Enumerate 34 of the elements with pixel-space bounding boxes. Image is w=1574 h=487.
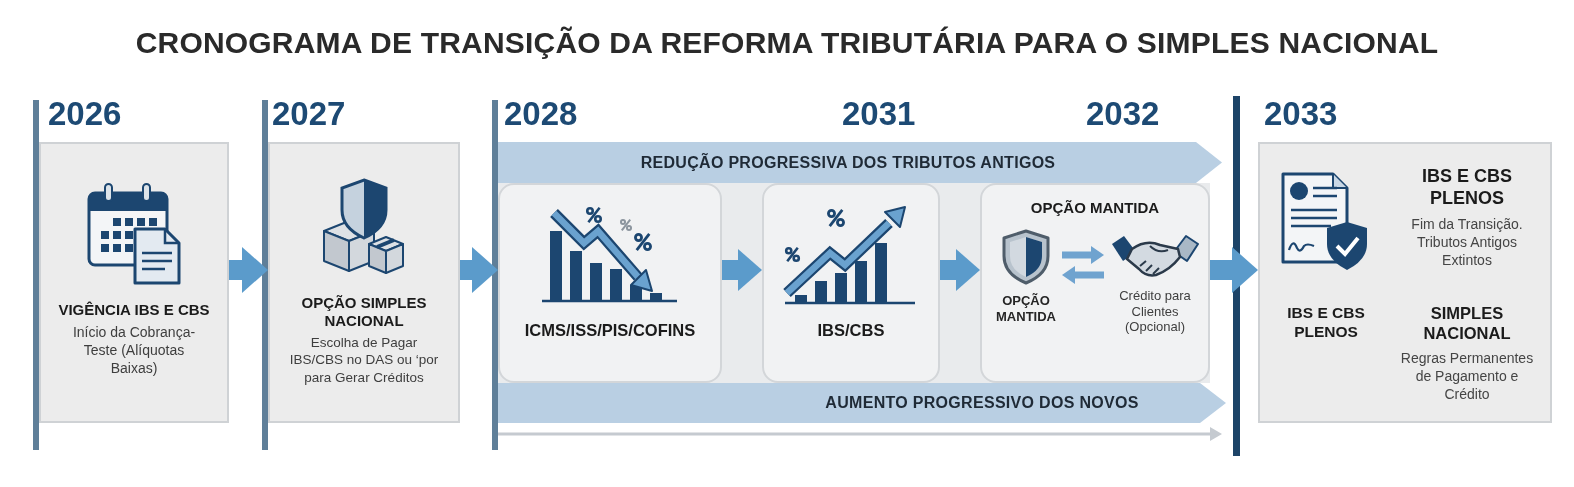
stage-description: Fim da Transição. Tributos Antigos Extintos <box>1410 216 1524 270</box>
stage-panel <box>1258 142 1552 423</box>
stage-panel <box>498 183 722 383</box>
arrow <box>460 247 498 293</box>
item-label: Crédito para Clientes (Opcional) <box>1118 288 1192 335</box>
diagram-title: CRONOGRAMA DE TRANSIÇÃO DA REFORMA TRIBUTÁRIA PARA O SIMPLES NACIONAL <box>135 26 1439 61</box>
arrow <box>940 249 980 291</box>
stage-label: IBS/CBS <box>817 321 885 341</box>
year-label: 2026 <box>48 97 122 130</box>
stage-heading: VIGÊNCIA IBS E CBS <box>58 301 210 319</box>
banner-text: AUMENTO PROGRESSIVO DOS NOVOS <box>825 394 1139 412</box>
stage-label: ICMS/ISS/PIS/COFINS <box>524 321 696 341</box>
year-label: 2032 <box>1086 97 1160 130</box>
stage-panel <box>268 142 460 423</box>
stage-heading: IBS E CBS PLENOS <box>1421 166 1513 210</box>
item-label: OPÇÃO MANTIDA <box>995 293 1057 325</box>
stage-description: Escolha de Pagar IBS/CBS no DAS ou ‘por para Gerar Créditos <box>288 334 440 386</box>
year-label: 2033 <box>1264 97 1338 130</box>
banner-text: REDUÇÃO PROGRESSIVA DOS TRIBUTOS ANTIGOS <box>640 153 1056 172</box>
stage-panel <box>39 142 229 423</box>
year-label: 2028 <box>504 97 578 130</box>
year-label: 2027 <box>272 97 346 130</box>
stage-panel <box>980 183 1210 383</box>
stage-heading: OPÇÃO SIMPLES NACIONAL <box>300 294 428 330</box>
stage-description: Regras Permanentes de Pagamento e Crédito <box>1399 350 1535 404</box>
arrow <box>722 249 762 291</box>
stage-heading: IBS E CBS PLENOS <box>1286 304 1366 342</box>
year-label: 2031 <box>842 97 916 130</box>
stage-description: Início da Cobrança-Teste (Alíquotas Baixas) <box>71 324 197 378</box>
arrow <box>1210 247 1258 293</box>
arrow <box>229 247 268 293</box>
stage-heading: SIMPLES NACIONAL <box>1422 304 1512 344</box>
stage-label: OPÇÃO MANTIDA <box>1030 199 1160 217</box>
stage-panel <box>762 183 940 383</box>
